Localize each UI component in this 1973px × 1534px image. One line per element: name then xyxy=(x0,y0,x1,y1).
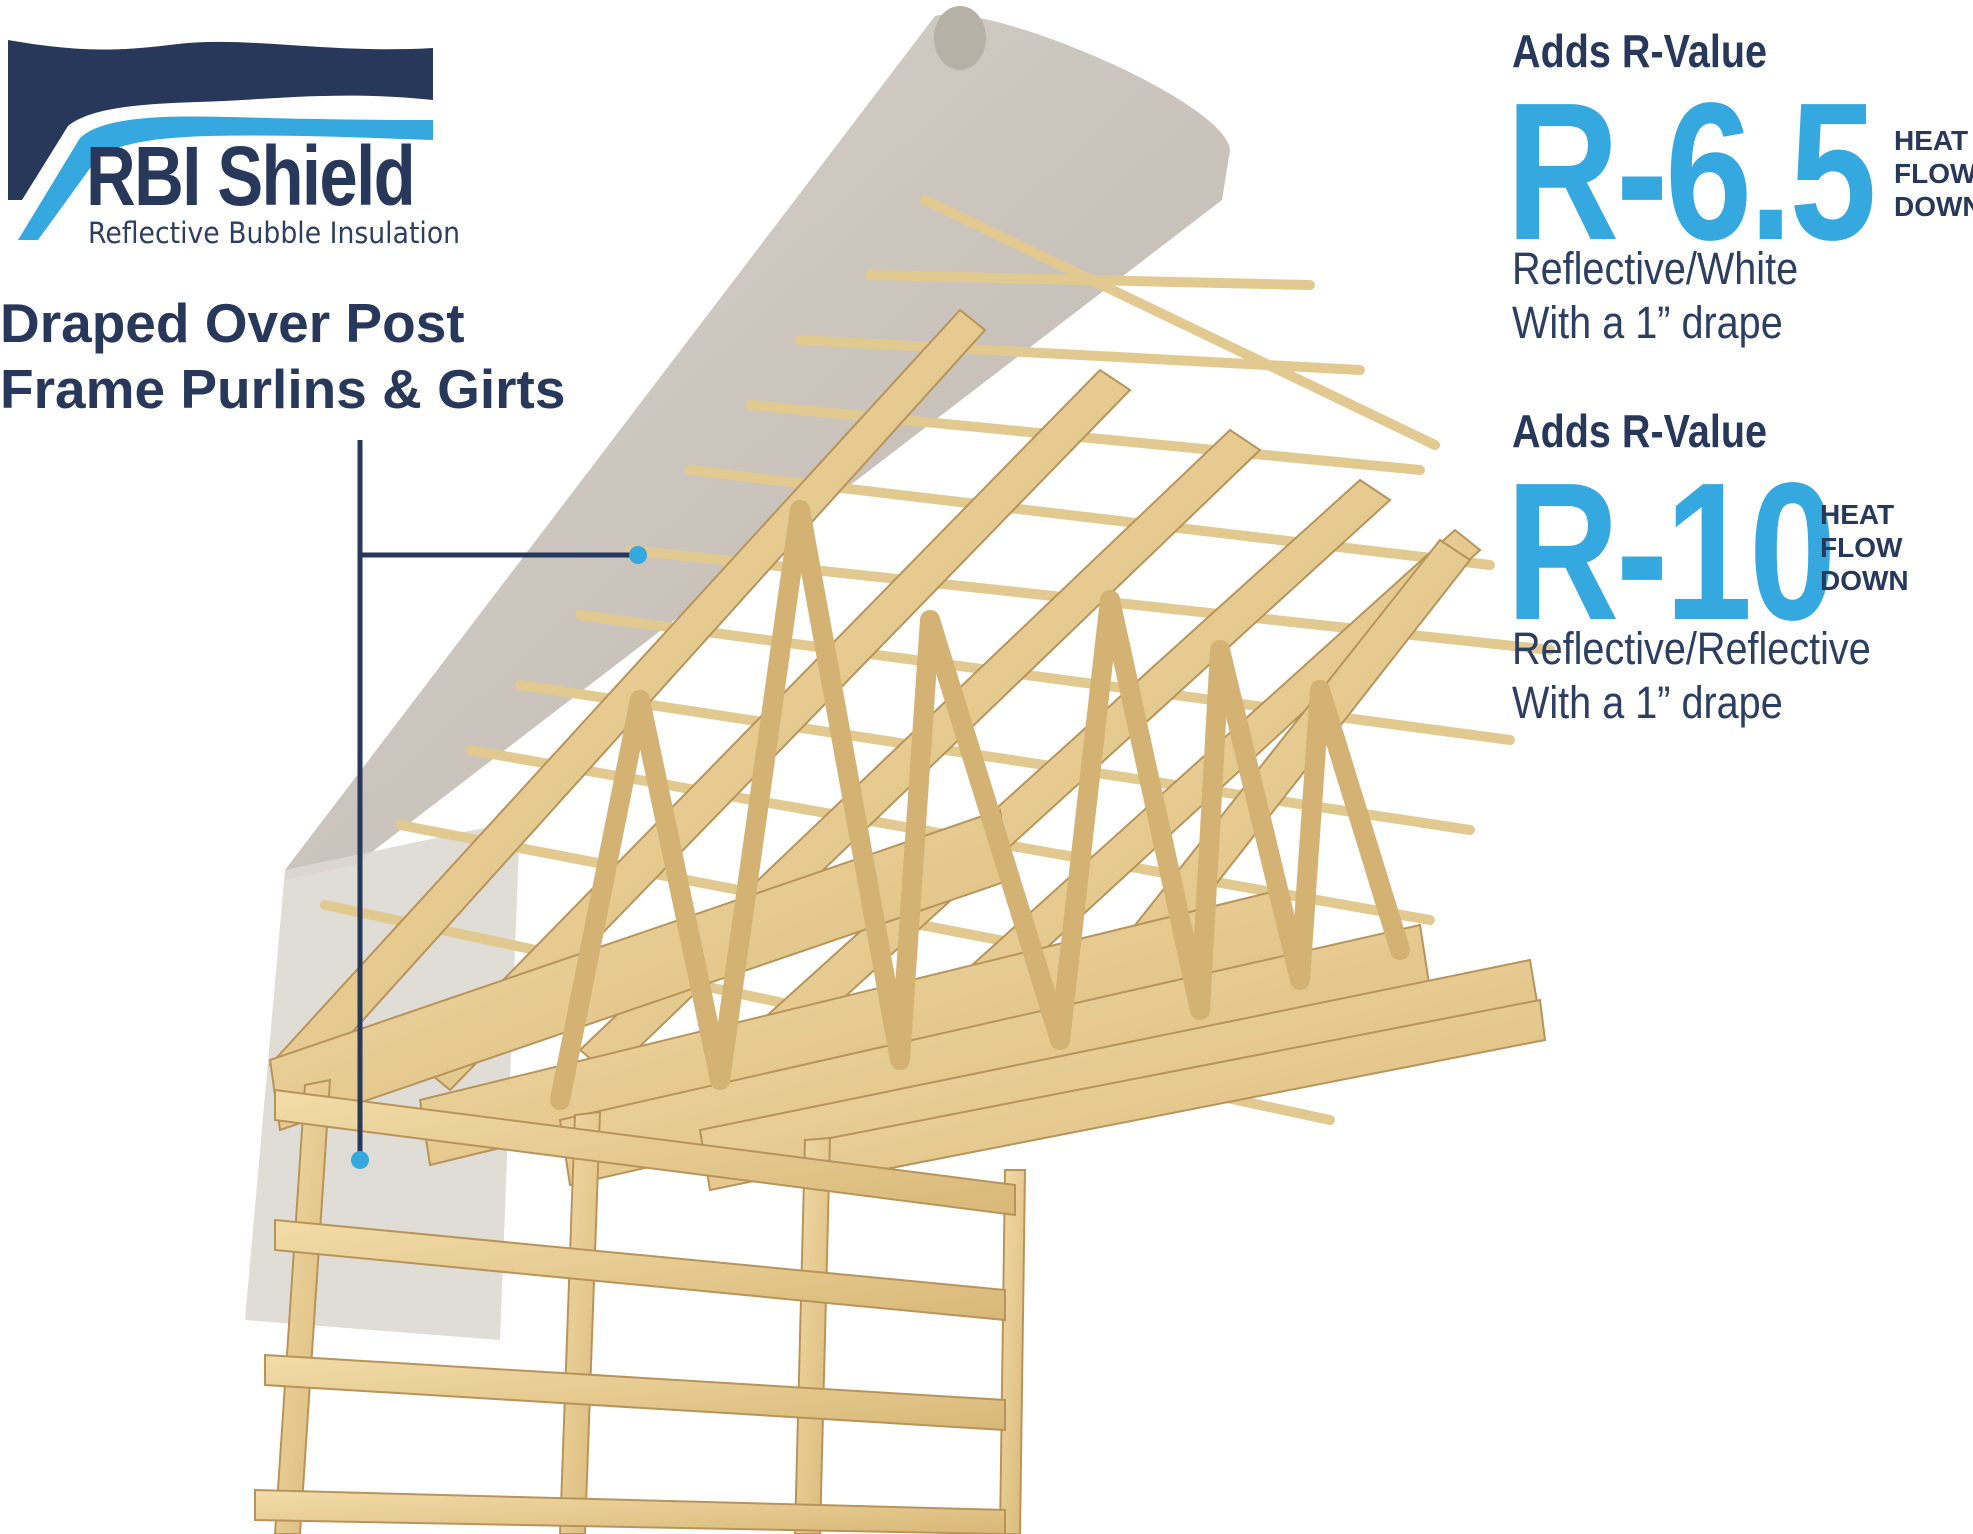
insulation-roll-end xyxy=(934,6,986,70)
logo-wave-navy xyxy=(8,40,433,200)
wall-frame xyxy=(254,1078,1027,1534)
heat-flow-label: HEAT FLOW DOWN xyxy=(1820,499,1909,596)
rating-label: Adds R-Value xyxy=(1512,405,1768,457)
rating-value: R-6.5 xyxy=(1506,62,1877,281)
headline-line-1: Draped Over Post xyxy=(0,292,465,354)
truss-webs xyxy=(550,500,1410,1110)
rating-label: Adds R-Value xyxy=(1512,25,1768,77)
callout-dot-wall xyxy=(351,1151,369,1169)
callout-dot-roof xyxy=(629,546,647,564)
logo-wave-blue xyxy=(18,116,433,240)
brand-tagline: Reflective Bubble Insulation xyxy=(88,216,461,250)
rating-block-r10: Adds R-Value R-10 HEAT FLOW DOWN Reflect… xyxy=(1506,404,1909,728)
heat-flow-label: HEAT FLOW DOWN xyxy=(1894,125,1973,222)
headline: Draped Over Post Frame Purlins & Girts xyxy=(0,290,565,422)
callout-lines xyxy=(357,440,638,1160)
rating-block-r65: Adds R-Value R-6.5 HEAT FLOW DOWN Reflec… xyxy=(1506,24,1973,348)
headline-line-2: Frame Purlins & Girts xyxy=(0,358,566,420)
rbi-shield-logo xyxy=(8,40,433,240)
rating-value: R-10 xyxy=(1506,442,1836,661)
rating-description: Reflective/White With a 1” drape xyxy=(1512,243,1799,348)
brand-name: RBI Shield xyxy=(86,129,416,223)
rating-description: Reflective/Reflective With a 1” drape xyxy=(1512,623,1871,728)
